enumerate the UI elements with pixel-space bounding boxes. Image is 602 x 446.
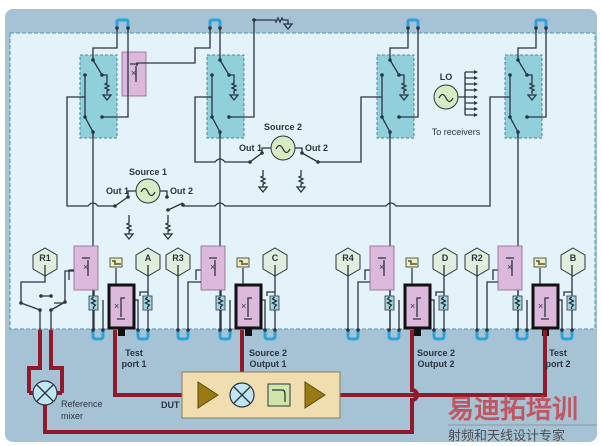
- svg-text:B: B: [570, 253, 577, 263]
- watermark-title: 易迪拓培训: [448, 395, 578, 425]
- svg-text:R1: R1: [39, 253, 51, 263]
- attenuator-icon: [533, 257, 547, 268]
- svg-text:port 2: port 2: [545, 359, 570, 369]
- source-1-label: Source 1: [129, 167, 167, 177]
- svg-text:A: A: [145, 253, 152, 263]
- source-2-label: Source 2: [264, 122, 302, 132]
- port-group: [68, 245, 153, 341]
- termination-resistor-icon: [88, 295, 99, 311]
- svg-text:C: C: [272, 253, 279, 263]
- coupler: [200, 245, 226, 291]
- termination-resistor-icon: [142, 295, 153, 311]
- reference-mixer-label-line1: Reference: [61, 399, 103, 409]
- coupler: [497, 245, 523, 291]
- receiver-a: A: [135, 247, 161, 277]
- port-group: [176, 245, 280, 341]
- termination-resistor-icon: [215, 295, 226, 311]
- source2-output1-label: Source 2: [249, 348, 287, 358]
- port-group: [475, 245, 577, 341]
- test-port-1-label: Test: [125, 348, 143, 358]
- coupler: [369, 245, 395, 291]
- lo-label: LO: [440, 72, 453, 82]
- coupler: [73, 245, 99, 291]
- port-labels: Test port 1 Source 2 Output 1 Source 2 O…: [121, 348, 570, 369]
- port-coupler: [107, 283, 136, 338]
- attenuator-icon: [405, 257, 419, 268]
- source2-output2-label: Source 2: [417, 348, 455, 358]
- source-1-out1-label: Out 1: [106, 186, 129, 196]
- receiver-c: C: [262, 247, 288, 277]
- receiver-r2: R2: [464, 247, 490, 277]
- test-port-2-label: Test: [549, 348, 567, 358]
- port-coupler: [403, 283, 432, 338]
- receivers: R1 A R3 C R4 D R2 B: [32, 247, 586, 277]
- termination-resistor-icon: [566, 295, 577, 311]
- source-1-out2-label: Out 2: [170, 186, 193, 196]
- source-2: Source 2 Out 1 Out 2: [239, 122, 328, 193]
- receiver-r3: R3: [165, 247, 191, 277]
- attenuator-icon: [236, 257, 250, 268]
- receiver-r1: R1: [32, 247, 58, 277]
- attenuator-icon: [109, 257, 123, 268]
- port4-transfer-switch: [505, 55, 542, 138]
- internal-wiring: [66, 17, 548, 330]
- top-coupler: [121, 51, 147, 97]
- front-panel-jumpers-top: [115, 18, 548, 28]
- watermark-subtitle: 射频和天线设计专家: [448, 428, 565, 444]
- port-couplers: [68, 245, 577, 341]
- dut-label: DUT: [161, 400, 180, 410]
- termination-resistor-icon: [269, 295, 280, 311]
- amplifier-icon: [197, 381, 219, 409]
- reference-switch: [19, 265, 74, 330]
- termination-resistor-icon: [512, 295, 523, 311]
- reference-mixer-label-line2: mixer: [61, 411, 83, 421]
- receiver-d: D: [432, 247, 458, 277]
- watermark: 易迪拓培训 射频和天线设计专家: [448, 395, 597, 444]
- svg-text:Output 1: Output 1: [250, 359, 287, 369]
- port2-transfer-switch: [207, 55, 244, 138]
- svg-text:Output 2: Output 2: [418, 359, 455, 369]
- svg-text:R4: R4: [342, 253, 354, 263]
- svg-text:port 1: port 1: [121, 359, 146, 369]
- port-group: [346, 245, 449, 341]
- reference-mixer: Reference mixer: [32, 380, 103, 421]
- receiver-b: B: [560, 247, 586, 277]
- receiver-r4: R4: [335, 247, 361, 277]
- dut: DUT: [161, 371, 341, 419]
- source-1: Source 1 Out 1 Out 2: [106, 167, 193, 240]
- port-coupler: [234, 283, 263, 338]
- source-2-out1-label: Out 1: [239, 143, 262, 153]
- port1-transfer-switch: [80, 55, 117, 138]
- port-coupler: [531, 283, 560, 338]
- termination-resistor-icon: [438, 295, 449, 311]
- svg-text:R3: R3: [172, 253, 184, 263]
- port3-transfer-switch: [377, 55, 414, 138]
- svg-text:D: D: [442, 253, 449, 263]
- source-2-out2-label: Out 2: [305, 143, 328, 153]
- filter-icon: [267, 383, 291, 407]
- amplifier-icon: [304, 381, 326, 409]
- to-receivers-label: To receivers: [432, 127, 481, 137]
- local-oscillator: LO To receivers: [432, 70, 481, 137]
- svg-text:R2: R2: [471, 253, 483, 263]
- termination-resistor-icon: [384, 295, 395, 311]
